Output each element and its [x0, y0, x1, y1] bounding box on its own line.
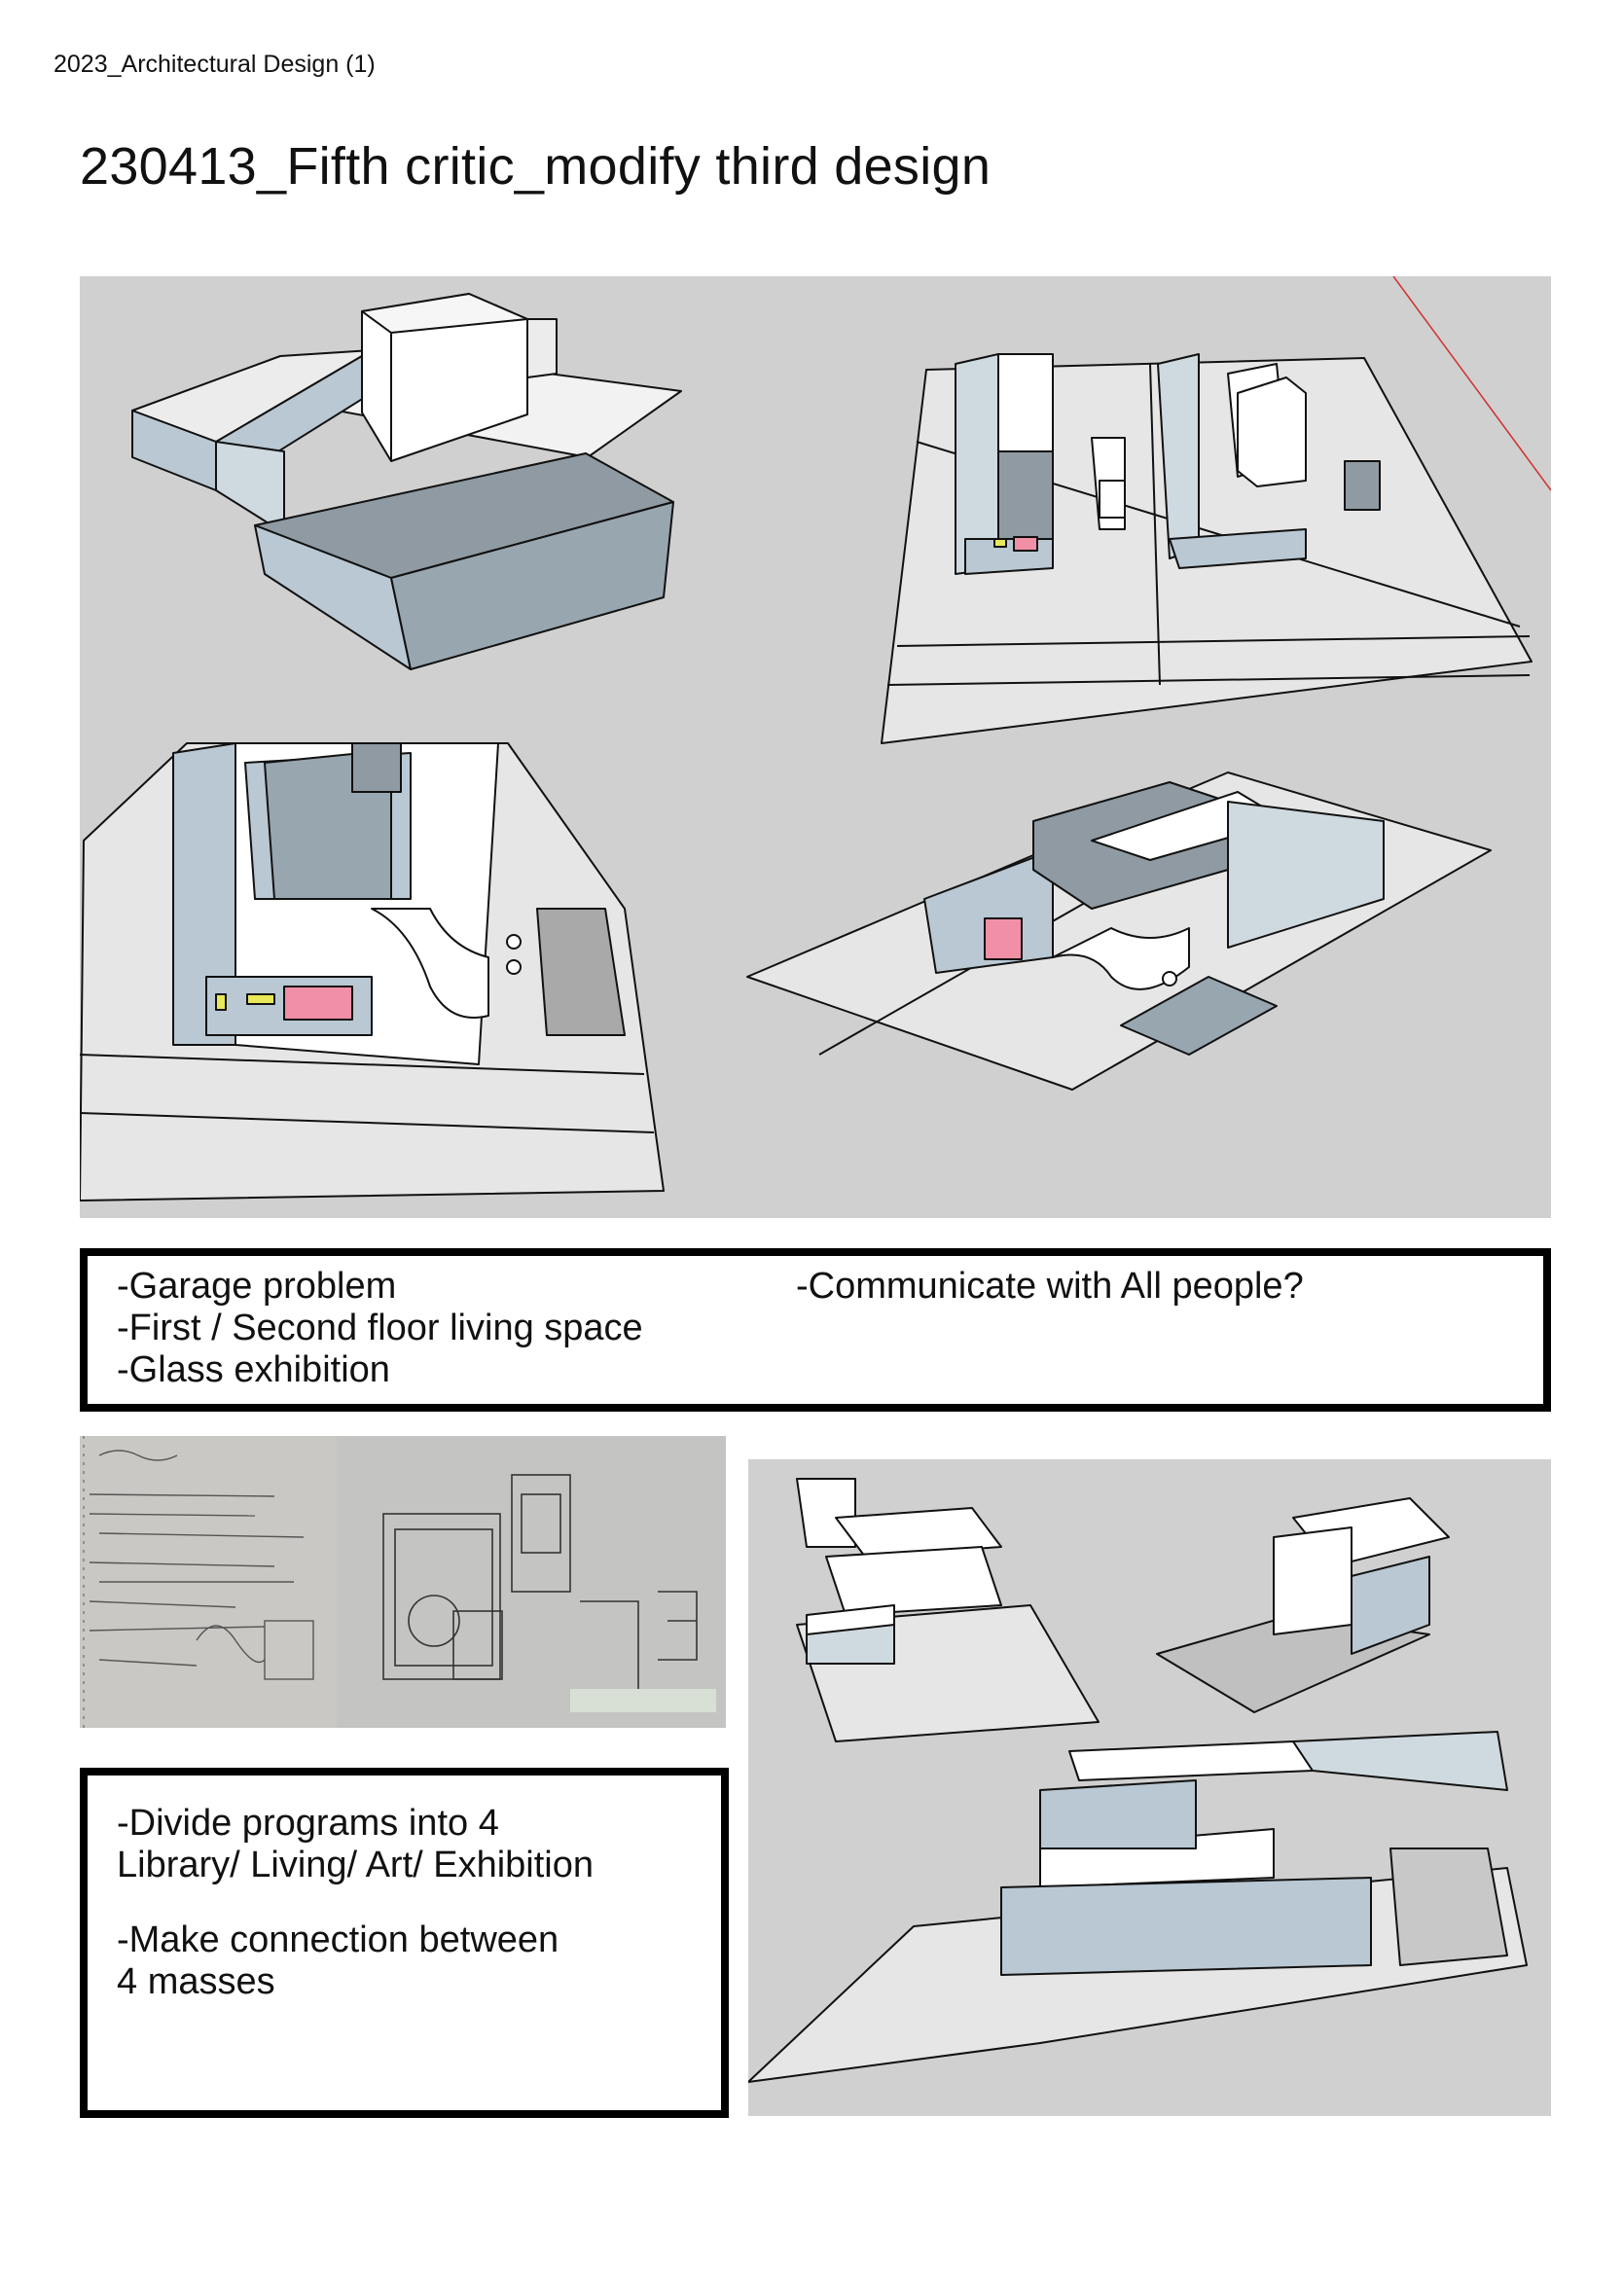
plan-line: -Divide programs into 4 — [117, 1803, 499, 1844]
critique-item: -First / Second floor living space — [117, 1308, 643, 1348]
critique-item: -Glass exhibition — [117, 1349, 390, 1390]
model-view-bottom-right — [746, 771, 1492, 1091]
model-view-top-left — [131, 293, 682, 670]
plan-line: 4 masses — [117, 1961, 275, 2002]
critique-notes-box — [80, 1248, 1551, 1412]
critique-item: -Garage problem — [117, 1266, 397, 1307]
plan-line: -Make connection between — [117, 1919, 559, 1960]
hand-sketch-notes — [80, 1436, 337, 1728]
hand-sketch-plan — [337, 1436, 726, 1728]
page-title: 230413_Fifth critic_modify third design — [80, 137, 992, 196]
document-label: 2023_Architectural Design (1) — [54, 51, 376, 78]
critique-item: -Communicate with All people? — [796, 1266, 1304, 1307]
model-views-panel — [80, 276, 1551, 1218]
model-view-top-right — [881, 353, 1533, 744]
model-view-bottom-left — [80, 742, 665, 1202]
plan-line: Library/ Living/ Art/ Exhibition — [117, 1845, 595, 1885]
plan-notes-box — [80, 1768, 729, 2118]
revised-model-views — [748, 1459, 1551, 2116]
